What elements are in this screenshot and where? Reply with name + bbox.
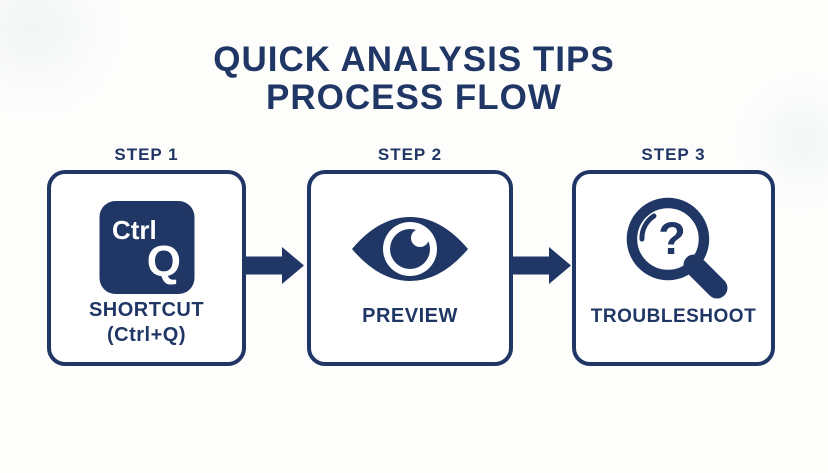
- step-3-caption: TROUBLESHOOT: [576, 304, 771, 329]
- page-title: QUICK ANALYSIS TIPS PROCESS FLOW: [0, 41, 828, 117]
- step-2-caption: PREVIEW: [311, 304, 509, 329]
- step-3: STEP 3 ? TROUBLESHOOT: [572, 143, 775, 366]
- ctrl-q-keycap-icon: Ctrl Q: [99, 201, 194, 294]
- step-1-label: STEP 1: [114, 145, 179, 164]
- keycap-q-text: Q: [146, 237, 181, 286]
- step-1-caption: SHORTCUT (Ctrl+Q): [51, 298, 242, 348]
- arrow-right-icon: [246, 247, 304, 284]
- title-line-2: PROCESS FLOW: [266, 78, 562, 117]
- step-1-subtitle: (Ctrl+Q): [107, 324, 186, 346]
- step-1: STEP 1 Ctrl Q SHORTCUT (Ctrl+Q): [47, 143, 246, 366]
- step-2-name: PREVIEW: [362, 305, 458, 327]
- step-1-box: Ctrl Q SHORTCUT (Ctrl+Q): [47, 170, 246, 366]
- step-3-name: TROUBLESHOOT: [590, 306, 757, 327]
- title-line-1: QUICK ANALYSIS TIPS: [213, 40, 615, 79]
- step-2-label: STEP 2: [377, 145, 443, 164]
- question-mark-glyph: ?: [658, 213, 686, 264]
- magnifier-question-icon: ?: [626, 197, 727, 299]
- step-1-name: SHORTCUT: [88, 299, 205, 321]
- step-2-box: PREVIEW: [307, 170, 513, 366]
- keycap-ctrl-text: Ctrl: [112, 215, 157, 245]
- step-3-box: ? TROUBLESHOOT: [572, 170, 775, 366]
- step-2: STEP 2 PREVIEW: [307, 143, 513, 366]
- arrow-right-icon: [513, 247, 571, 284]
- eye-icon: [352, 217, 468, 281]
- step-3-label: STEP 3: [641, 145, 706, 164]
